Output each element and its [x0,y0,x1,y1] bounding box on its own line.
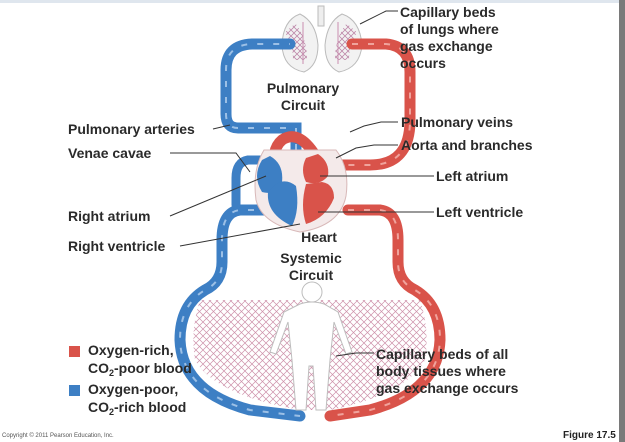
legend-line: Oxygen-rich, [88,342,174,358]
left-ventricle-chamber [303,182,334,224]
label-right-atrium: Right atrium [68,208,151,224]
label-line: Capillary beds of all [376,346,509,362]
heart [254,149,348,233]
copyright-text: Copyright © 2011 Pearson Education, Inc. [2,433,114,439]
label-line: gas exchange [400,38,493,54]
legend-subscript: 2 [109,368,115,378]
legend-swatch-oxygen-poor [69,385,80,396]
label-capillary-body: Capillary beds of all body tissues where… [376,346,518,397]
label-line: gas exchange occurs [376,380,519,396]
label-aorta-branches: Aorta and branches [401,137,533,153]
label-pulmonary-veins: Pulmonary veins [401,114,514,130]
legend-line: CO2-poor blood [88,359,192,382]
legend-subscript: 2 [109,407,115,417]
legend-item-oxygen-poor: Oxygen-poor, CO2-rich blood [88,380,186,421]
human-silhouette [269,281,353,411]
top-strip [0,0,625,3]
label-line: Pulmonary [266,80,340,96]
label-left-atrium: Left atrium [436,168,509,184]
legend-text: -rich blood [114,399,187,415]
label-capillary-lungs: Capillary beds of lungs where gas exchan… [400,4,499,72]
label-systemic-circuit: Systemic Circuit [266,250,356,284]
right-atrium-chamber [257,156,283,193]
label-line: occurs [400,55,446,71]
leader-lines [169,10,434,357]
label-venae-cavae: Venae cavae [68,145,152,161]
legend-text: CO [88,360,109,376]
legend-line: CO2-rich blood [88,398,186,421]
right-edge-bar [619,0,625,442]
label-left-ventricle: Left ventricle [436,204,524,220]
legend-text: -poor blood [114,360,192,376]
right-ventricle-chamber [267,181,298,226]
label-pulmonary-arteries: Pulmonary arteries [68,121,195,137]
label-line: Capillary beds [400,4,496,20]
figure-number: Figure 17.5 [563,430,616,441]
legend-text: CO [88,399,109,415]
label-line: Circuit [280,97,326,113]
label-line: Circuit [288,267,334,283]
label-pulmonary-circuit: Pulmonary Circuit [258,80,348,114]
label-heart: Heart [301,229,337,245]
legend-item-oxygen-rich: Oxygen-rich, CO2-poor blood [88,341,192,382]
label-line: Systemic [280,250,342,266]
lungs [281,5,363,73]
label-right-ventricle: Right ventricle [68,238,166,254]
label-line: of lungs where [400,21,499,37]
label-line: body tissues where [376,363,506,379]
systemic-artery-vessel [324,204,446,422]
legend-line: Oxygen-poor, [88,381,179,397]
systemic-vein-vessel [174,204,306,422]
legend-swatch-oxygen-rich [69,346,80,357]
